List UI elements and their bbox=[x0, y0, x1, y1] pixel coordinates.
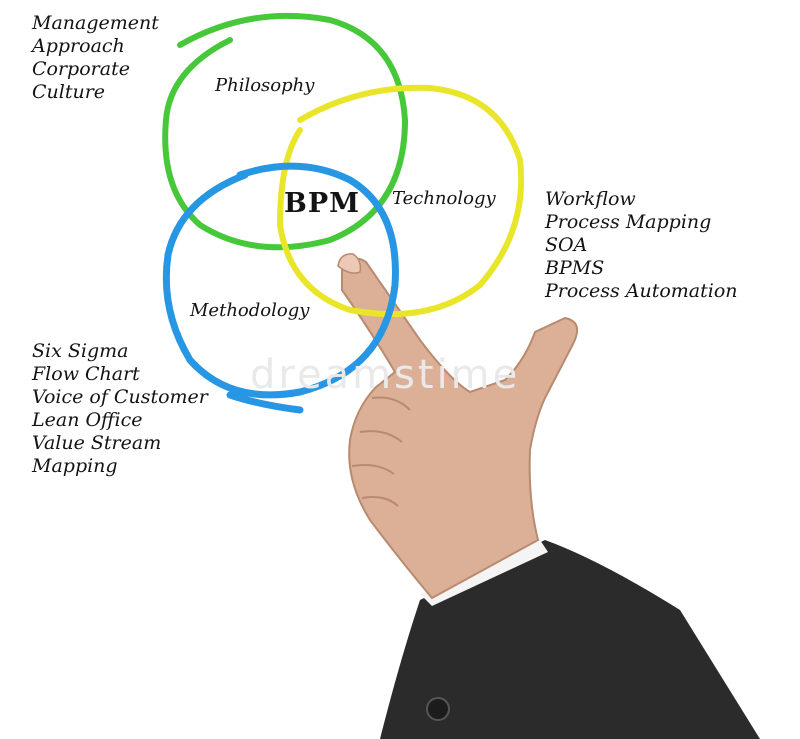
list-item: Culture bbox=[32, 81, 106, 103]
list-item: Six Sigma bbox=[32, 340, 129, 362]
methodology-list: Six Sigma Flow Chart Voice of Customer L… bbox=[32, 340, 208, 478]
methodology-circle bbox=[162, 162, 399, 414]
list-item: Lean Office bbox=[32, 409, 143, 431]
technology-list: Workflow Process Mapping SOA BPMS Proces… bbox=[545, 188, 738, 303]
list-item: Approach bbox=[32, 35, 125, 57]
list-item: Process Automation bbox=[545, 280, 738, 302]
list-item: Workflow bbox=[545, 188, 636, 210]
venn-diagram bbox=[162, 12, 525, 414]
list-item: Process Mapping bbox=[545, 211, 712, 233]
list-item: Corporate bbox=[32, 58, 130, 80]
methodology-label: Methodology bbox=[190, 300, 310, 321]
sleeve-button bbox=[426, 697, 450, 721]
technology-circle bbox=[276, 84, 525, 318]
list-item: Voice of Customer bbox=[32, 386, 208, 408]
suit-sleeve bbox=[380, 540, 760, 739]
list-item: Mapping bbox=[32, 455, 118, 477]
philosophy-circle bbox=[162, 12, 409, 251]
list-item: Management bbox=[32, 12, 159, 34]
list-item: Value Stream bbox=[32, 432, 162, 454]
center-label-bpm: BPM bbox=[284, 188, 361, 219]
pointing-hand bbox=[337, 253, 579, 600]
list-item: Flow Chart bbox=[32, 363, 140, 385]
philosophy-label: Philosophy bbox=[215, 75, 315, 96]
list-item: SOA bbox=[545, 234, 588, 256]
philosophy-list: Management Approach Corporate Culture bbox=[32, 12, 159, 104]
technology-label: Technology bbox=[392, 188, 496, 209]
list-item: BPMS bbox=[545, 257, 605, 279]
